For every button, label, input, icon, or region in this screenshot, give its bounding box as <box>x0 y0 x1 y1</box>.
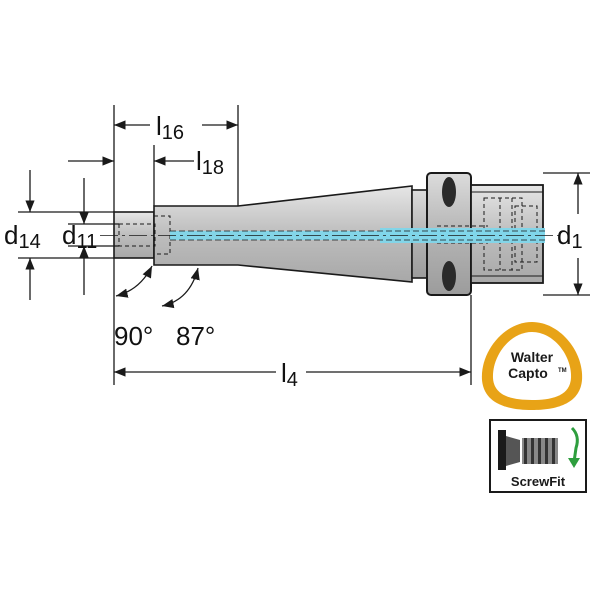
angle-90-label: 90° <box>114 321 153 351</box>
l4-subscript: 4 <box>287 369 298 391</box>
l18-label: l <box>196 146 202 176</box>
d14-subscript: 14 <box>18 231 40 253</box>
svg-text:d11: d11 <box>62 220 97 253</box>
walter-text: Walter <box>511 349 554 365</box>
angle-marks <box>115 265 200 309</box>
capto-tm: TM <box>558 368 567 374</box>
d14-label: d <box>4 220 18 250</box>
l4-label: l <box>281 358 287 388</box>
l18-subscript: 18 <box>202 157 224 179</box>
l16-label: l <box>156 111 162 141</box>
svg-text:l4: l4 <box>281 358 298 391</box>
angle-87-label: 87° <box>176 321 215 351</box>
d11-subscript: 11 <box>76 231 97 253</box>
svg-text:l18: l18 <box>196 146 224 179</box>
tool-body <box>100 172 560 296</box>
screw-thread-icon <box>522 438 558 464</box>
dim-d11: d11 <box>62 178 97 295</box>
d1-subscript: 1 <box>571 231 582 253</box>
dim-d1: d1 <box>557 173 583 295</box>
front-shank <box>113 211 155 259</box>
dim-d14: d14 <box>4 170 41 300</box>
capto-text: Capto <box>508 365 548 381</box>
screwfit-logo: ScrewFit <box>489 419 587 493</box>
screwfit-text: ScrewFit <box>511 474 566 489</box>
rotate-arrow-icon <box>568 426 580 468</box>
svg-text:l16: l16 <box>156 111 184 144</box>
flange-slot-top <box>442 177 456 207</box>
d1-label: d <box>557 220 571 250</box>
d11-label: d <box>62 220 76 250</box>
dim-l16: l16 <box>114 111 238 144</box>
dim-l4: l4 <box>114 358 471 391</box>
dim-l18: l18 <box>68 146 224 179</box>
l16-subscript: 16 <box>162 122 184 144</box>
walter-capto-logo: Walter Capto TM <box>481 322 583 410</box>
svg-text:d14: d14 <box>4 220 41 253</box>
flange-slot-bottom <box>442 261 456 291</box>
svg-text:d1: d1 <box>557 220 583 253</box>
